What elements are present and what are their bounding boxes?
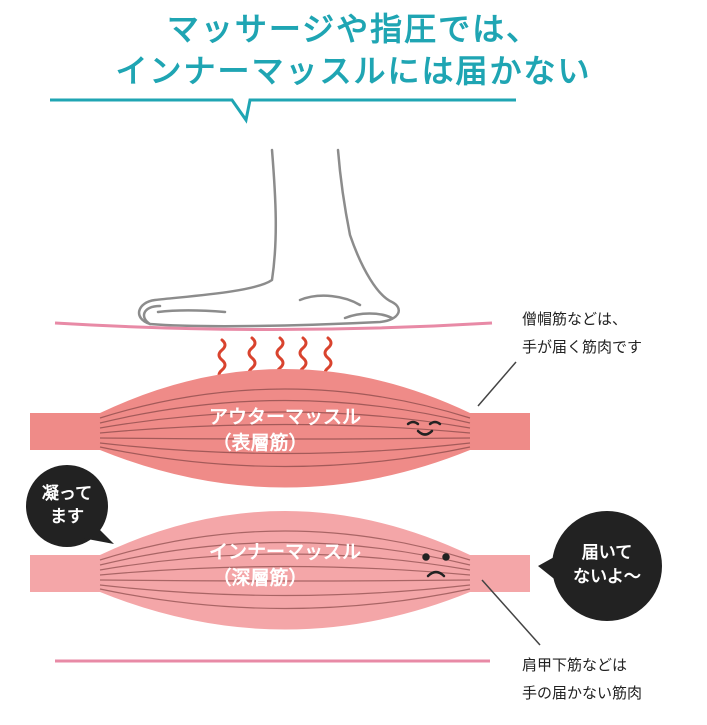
right-bubble-line-1: 届いて [581, 543, 633, 563]
left-bubble-line-2: ます [50, 507, 84, 527]
right-speech-bubble [538, 511, 662, 621]
outer-muscle-note-line-2: 手が届く筋肉です [522, 338, 643, 356]
inner-muscle-sub: （深層筋） [212, 567, 308, 589]
outer-muscle-leader-line [477, 361, 517, 407]
left-bubble-line-1: 凝って [41, 484, 93, 504]
outer-muscle-name: アウターマッスル [208, 406, 361, 428]
left-speech-bubble [26, 465, 114, 547]
outer-muscle-sub: （表層筋） [212, 432, 308, 454]
smiling-face-icon [406, 420, 442, 436]
title-line-2: インナーマッスルには届かない [115, 52, 592, 90]
inner-muscle-note-line-2: 手の届かない筋肉 [522, 684, 643, 702]
inner-muscle-name: インナーマッスル [208, 541, 361, 563]
skin-surface-line [54, 321, 493, 331]
sad-face-icon [422, 553, 450, 578]
title-underline [50, 98, 516, 124]
title-line-1: マッサージや指圧では、 [166, 10, 541, 48]
right-bubble-line-2: ないよ〜 [573, 567, 641, 587]
inner-muscle-note-line-1: 肩甲下筋などは [522, 656, 628, 674]
hand-illustration [137, 148, 400, 328]
inner-muscle [30, 511, 530, 630]
inner-muscle-leader-line [481, 579, 541, 646]
outer-muscle-note-line-1: 僧帽筋などは、 [522, 310, 628, 328]
outer-muscle [30, 369, 530, 488]
